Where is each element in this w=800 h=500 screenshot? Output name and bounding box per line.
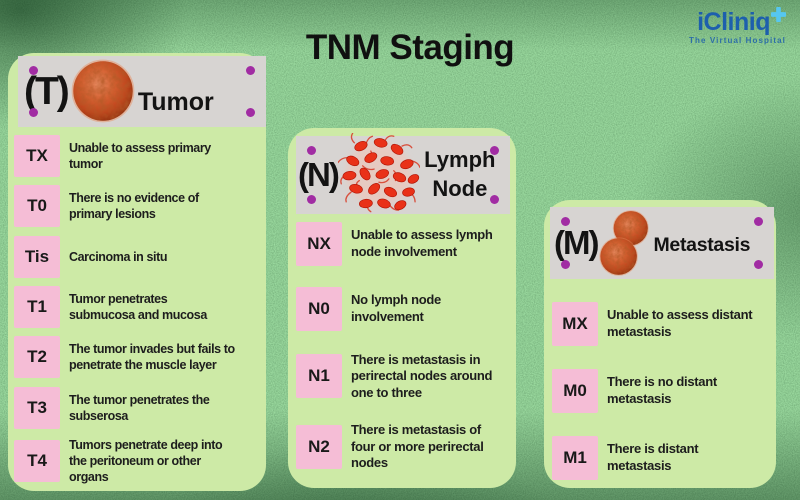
stage-row-m0: M0 There is no distant metastasis	[552, 369, 774, 413]
stage-row-nx: NX Unable to assess lymph node involveme…	[296, 222, 514, 266]
stage-code-box: T0	[14, 185, 60, 228]
lymph-node-icon	[338, 129, 420, 219]
stage-row-m1: M1 There is distant metastasis	[552, 436, 774, 480]
corner-dot	[490, 146, 499, 155]
stage-desc: There is metastasis of four or more peri…	[351, 422, 484, 471]
stage-code-box: T1	[14, 285, 60, 328]
stage-code-box: M1	[552, 436, 598, 480]
page-title: TNM Staging	[305, 28, 515, 67]
panel-lymph-node: (N) Lymph Node NX Unable to assess lymph…	[288, 128, 516, 488]
corner-dot	[561, 217, 570, 226]
stage-desc: Unable to assess lymph node involvement	[351, 227, 493, 259]
stage-letter-m: (M)	[554, 224, 599, 261]
corner-dot	[29, 66, 38, 75]
stage-desc: There is no distant metastasis	[607, 374, 717, 406]
panel-tumor: (T) Tumor TX Unable to assess primary tu…	[8, 53, 266, 491]
logo-tagline: The Virtual Hospital	[689, 36, 786, 45]
logo-text: iCliniq	[697, 8, 770, 36]
stage-desc: Tumor penetrates submucosa and mucosa	[69, 291, 207, 322]
stage-row-t2: T2 The tumor invades but fails to penetr…	[14, 336, 264, 379]
stage-code-box: N2	[296, 425, 342, 470]
stage-desc: There is metastasis in perirectal nodes …	[351, 351, 493, 400]
stage-row-n2: N2 There is metastasis of four or more p…	[296, 422, 514, 472]
metastasis-icon	[597, 199, 651, 287]
tumor-icon	[70, 58, 136, 124]
stage-desc: There is distant metastasis	[607, 441, 699, 473]
stage-row-t1: T1 Tumor penetrates submucosa and mucosa	[14, 285, 264, 328]
stage-row-t4: T4 Tumors penetrate deep into the perito…	[14, 437, 264, 485]
corner-dot	[754, 217, 763, 226]
stage-desc: No lymph node involvement	[351, 292, 441, 324]
corner-dot	[246, 66, 255, 75]
stage-code-box: TX	[14, 135, 60, 177]
tumor-label: Tumor	[137, 88, 214, 116]
stage-row-n1: N1 There is metastasis in perirectal nod…	[296, 352, 514, 402]
panel-metastasis: (M) Metastasis MX Unable to assess dista…	[544, 200, 776, 488]
corner-dot	[754, 260, 763, 269]
stage-letter-t: (T)	[24, 69, 70, 113]
lymph-stage-rows: NX Unable to assess lymph node involveme…	[296, 222, 514, 472]
stage-code-box: T4	[14, 439, 60, 482]
stage-code-box: M0	[552, 369, 598, 413]
stage-desc: Unable to assess distant metastasis	[607, 307, 753, 339]
stage-desc: The tumor penetrates the subserosa	[69, 392, 210, 423]
lymph-node-header: (N) Lymph Node	[296, 136, 510, 214]
corner-dot	[490, 195, 499, 204]
stage-letter-n: (N)	[298, 156, 340, 193]
stage-desc: Unable to assess primary tumor	[69, 141, 211, 171]
stage-code-box: N1	[296, 354, 342, 399]
tumor-header: (T) Tumor	[18, 56, 266, 127]
stage-row-t0: T0 There is no evidence of primary lesio…	[14, 185, 264, 228]
stage-desc: There is no evidence of primary lesions	[69, 191, 199, 222]
stage-code-box: T2	[14, 336, 60, 379]
stage-desc: The tumor invades but fails to penetrate…	[69, 342, 235, 373]
icliniq-logo: iCliniq The Virtual Hospital	[689, 7, 786, 45]
stage-desc: Carcinoma in situ	[69, 249, 168, 264]
corner-dot	[561, 260, 570, 269]
corner-dot	[307, 146, 316, 155]
stage-row-mx: MX Unable to assess distant metastasis	[552, 302, 774, 346]
corner-dot	[246, 108, 255, 117]
stage-code-box: NX	[296, 222, 342, 266]
stage-code-box: N0	[296, 286, 342, 331]
stage-row-n0: N0 No lymph node involvement	[296, 286, 514, 331]
logo-plus-icon	[771, 7, 786, 22]
metastasis-header: (M) Metastasis	[550, 207, 774, 279]
metastasis-stage-rows: MX Unable to assess distant metastasis M…	[552, 302, 774, 480]
stage-code-box: MX	[552, 302, 598, 346]
tumor-stage-rows: TX Unable to assess primary tumor T0 The…	[14, 135, 264, 485]
stage-row-tx: TX Unable to assess primary tumor	[14, 135, 264, 177]
stage-row-tis: Tis Carcinoma in situ	[14, 235, 264, 278]
metastasis-label: Metastasis	[653, 233, 751, 256]
stage-row-t3: T3 The tumor penetrates the subserosa	[14, 386, 264, 429]
corner-dot	[307, 195, 316, 204]
stage-code-box: T3	[14, 386, 60, 429]
stage-desc: Tumors penetrate deep into the peritoneu…	[69, 437, 223, 484]
stage-code-box: Tis	[14, 235, 60, 278]
lymph-node-label: Lymph Node	[424, 147, 496, 201]
corner-dot	[29, 108, 38, 117]
